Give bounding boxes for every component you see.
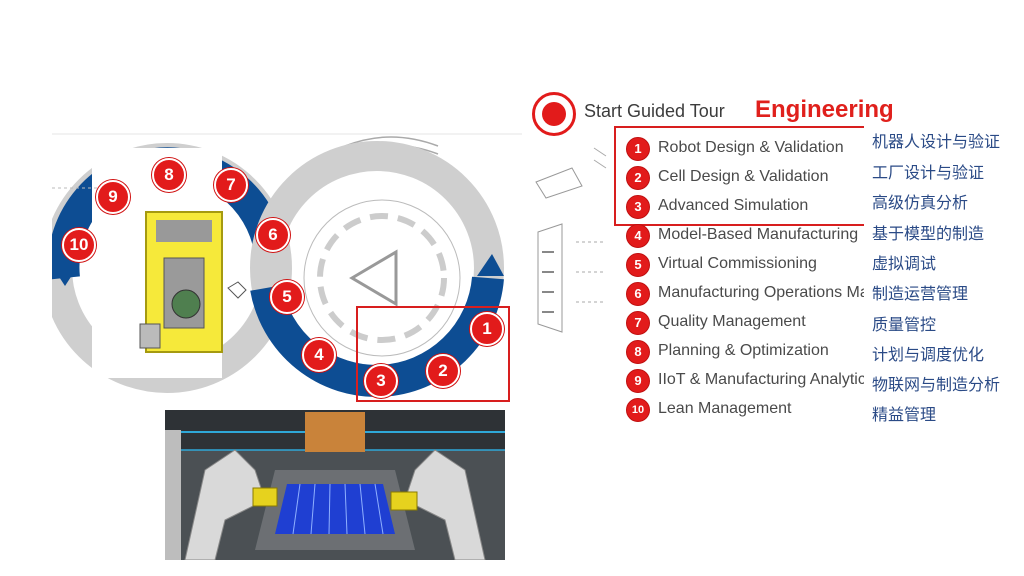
diagram-badge-8[interactable]: 8 [152, 158, 186, 192]
menu-item-label: Cell Design & Validation [658, 168, 829, 185]
engineering-group-box [614, 126, 864, 226]
menu-number-badge: 10 [626, 398, 650, 422]
menu-item-label: Virtual Commissioning [658, 255, 817, 272]
diagram-badge-6[interactable]: 6 [256, 218, 290, 252]
menu-item-iiot-analytics[interactable]: 9 IIoT & Manufacturing Analytics [626, 368, 866, 394]
menu-item-lean-management[interactable]: 10 Lean Management [626, 397, 866, 423]
start-guided-tour-button[interactable] [532, 92, 576, 136]
menu-item-planning-optimization[interactable]: 8 Planning & Optimization [626, 339, 866, 365]
cn-label: 工厂设计与验证 [872, 165, 985, 182]
cn-label: 高级仿真分析 [872, 195, 969, 212]
cn-label: 精益管理 [872, 407, 937, 424]
cn-label: 物联网与制造分析 [872, 377, 1001, 394]
menu-item-label: Lean Management [658, 400, 792, 417]
menu-number-badge: 2 [626, 166, 650, 190]
record-dot-icon [542, 102, 566, 126]
diagram-badge-1[interactable]: 1 [470, 312, 504, 346]
infinity-process-diagram: 1 2 3 4 5 6 7 8 9 10 [52, 128, 522, 410]
menu-item-advanced-simulation[interactable]: 3 Advanced Simulation [626, 194, 866, 220]
menu-item-quality-management[interactable]: 7 Quality Management [626, 310, 866, 336]
menu-item-label: Planning & Optimization [658, 342, 829, 359]
menu-number-badge: 5 [626, 253, 650, 277]
menu-number-badge: 4 [626, 224, 650, 248]
menu-number-badge: 8 [626, 340, 650, 364]
menu-item-model-based-manufacturing[interactable]: 4 Model-Based Manufacturing [626, 223, 866, 249]
cn-label: 质量管控 [872, 317, 937, 334]
diagram-badge-4[interactable]: 4 [302, 338, 336, 372]
menu-item-label: Quality Management [658, 313, 806, 330]
menu-item-robot-design[interactable]: 1 Robot Design & Validation [626, 136, 866, 162]
diagram-badge-10[interactable]: 10 [62, 228, 96, 262]
cn-label: 基于模型的制造 [872, 226, 985, 243]
menu-item-cell-design[interactable]: 2 Cell Design & Validation [626, 165, 866, 191]
menu-number-badge: 1 [626, 137, 650, 161]
menu-item-label: Advanced Simulation [658, 197, 809, 214]
engineering-highlight-box [356, 306, 510, 402]
engineering-title: Engineering [755, 96, 894, 123]
menu-number-badge: 9 [626, 369, 650, 393]
menu-number-badge: 3 [626, 195, 650, 219]
cn-label: 机器人设计与验证 [872, 134, 1001, 151]
cn-label: 计划与调度优化 [872, 347, 985, 364]
start-guided-tour-label[interactable]: Start Guided Tour [584, 101, 725, 121]
menu-item-label: Robot Design & Validation [658, 139, 844, 156]
diagram-badge-3[interactable]: 3 [364, 364, 398, 398]
diagram-badge-7[interactable]: 7 [214, 168, 248, 202]
diagram-badge-2[interactable]: 2 [426, 354, 460, 388]
cn-label: 虚拟调试 [872, 256, 937, 273]
robot-cell-simulation-image [165, 410, 505, 560]
menu-item-label: Model-Based Manufacturing [658, 226, 859, 243]
menu-item-virtual-commissioning[interactable]: 5 Virtual Commissioning [626, 252, 866, 278]
menu-item-manufacturing-operations[interactable]: 6 Manufacturing Operations Ma [626, 281, 866, 307]
diagram-badge-5[interactable]: 5 [270, 280, 304, 314]
menu-item-label: Manufacturing Operations Ma [658, 284, 864, 301]
menu-number-badge: 7 [626, 311, 650, 335]
menu-number-badge: 6 [626, 282, 650, 306]
floorplan-sketch-right [535, 147, 607, 333]
menu-item-label: IIoT & Manufacturing Analytics [658, 371, 864, 388]
diagram-badge-9[interactable]: 9 [96, 180, 130, 214]
cn-label: 制造运营管理 [872, 286, 969, 303]
